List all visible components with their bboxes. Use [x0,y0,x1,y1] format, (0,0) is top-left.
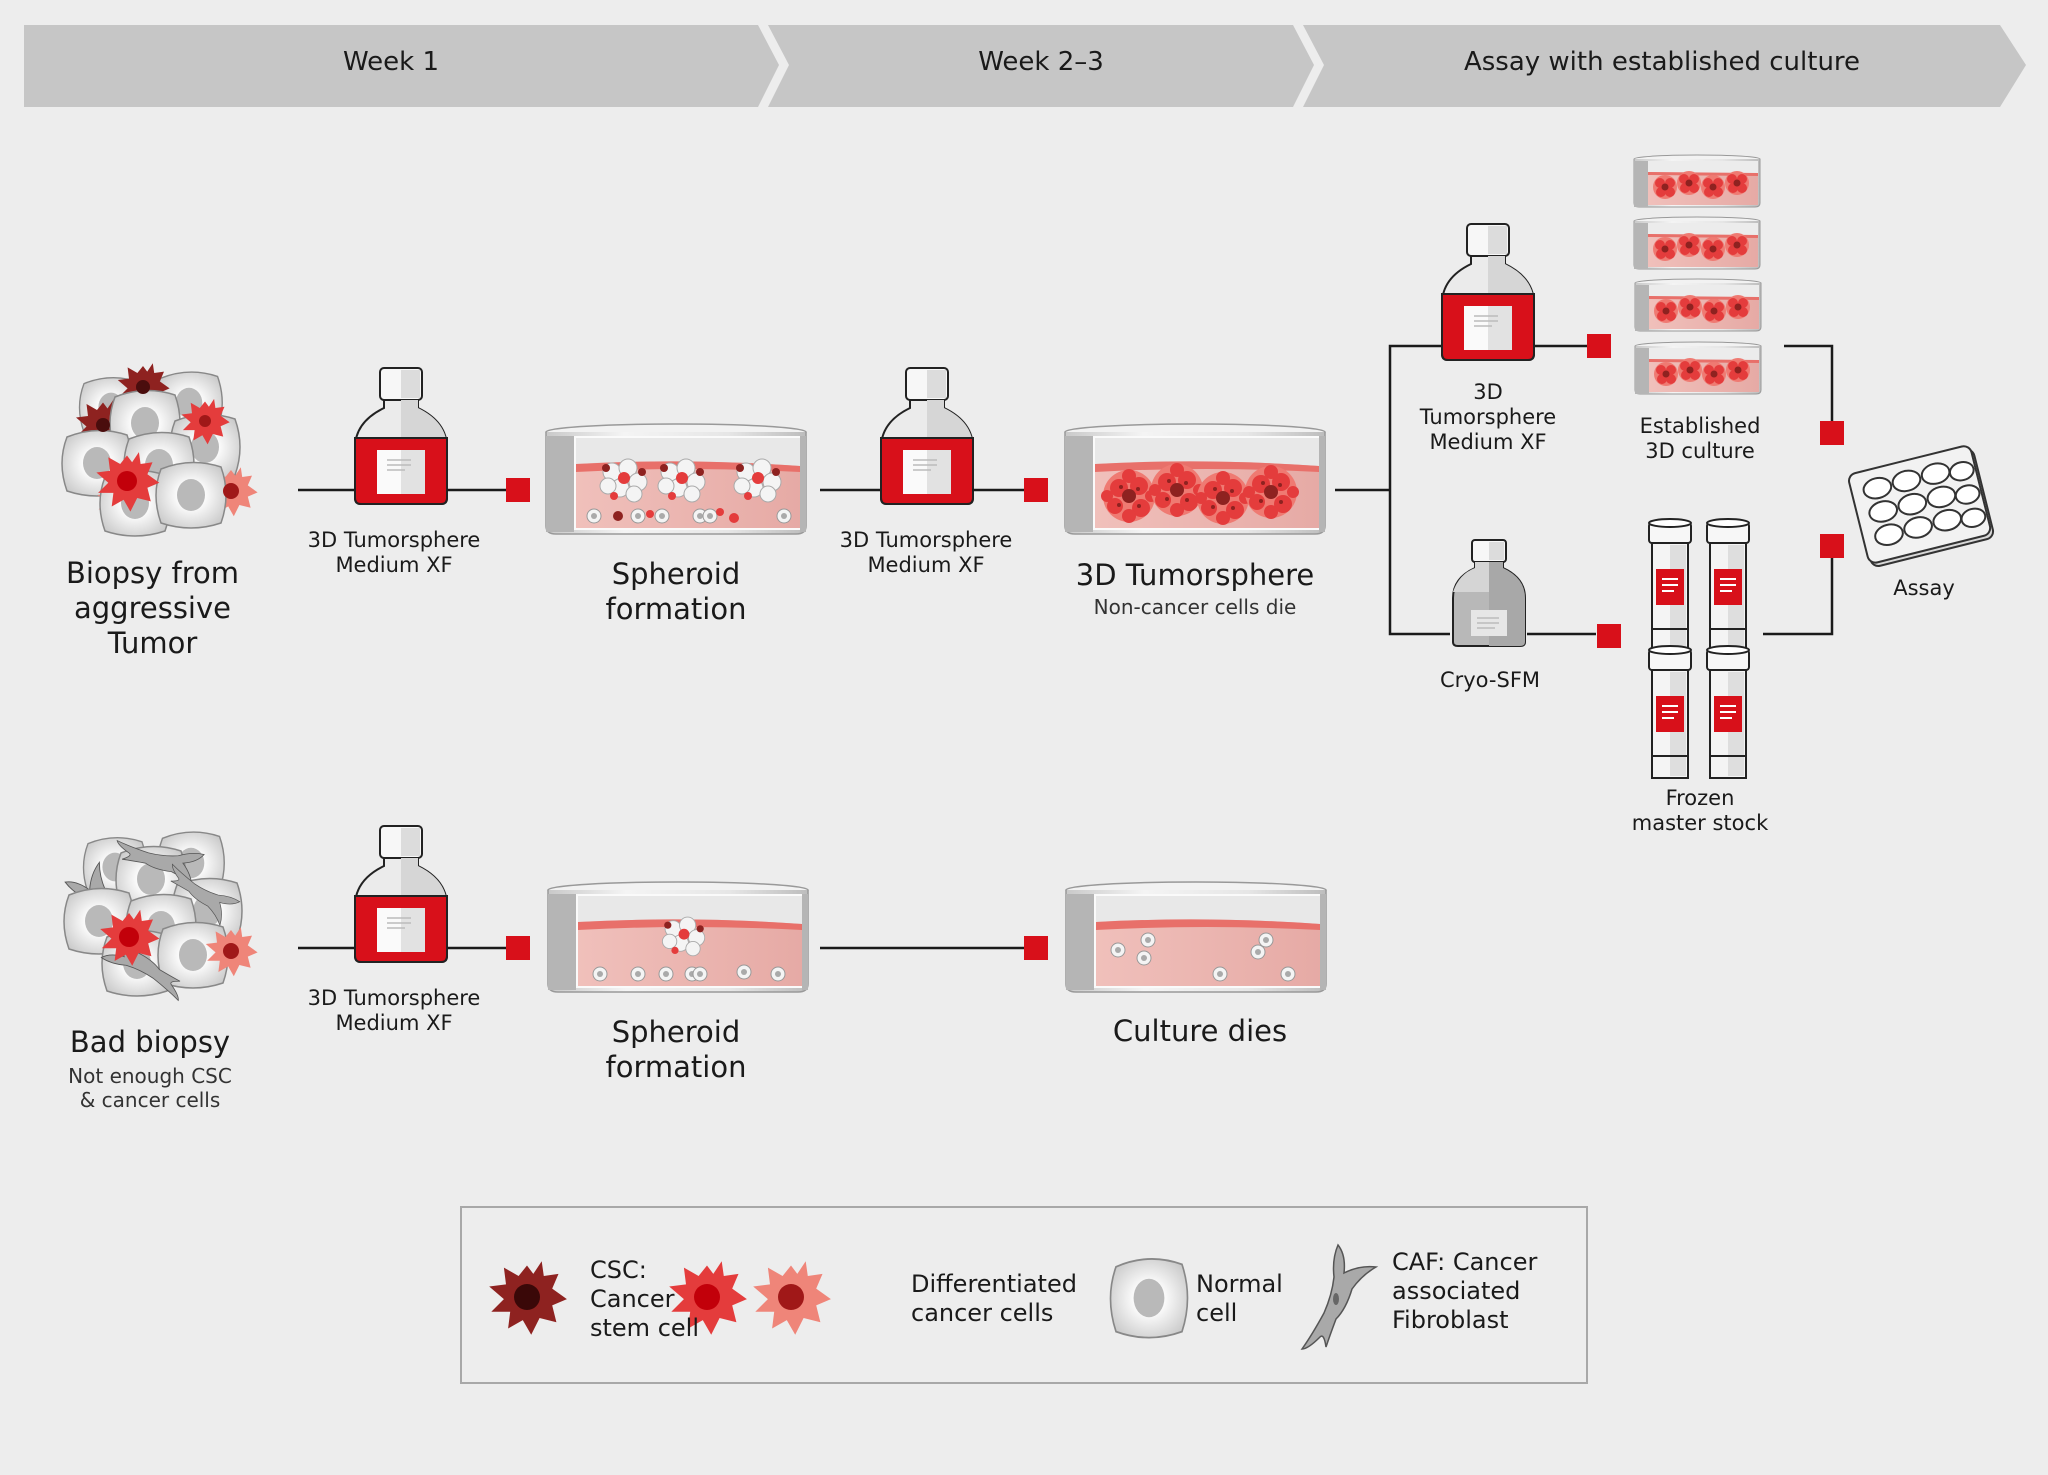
biopsy-aggressive-label: Biopsy from aggressive Tumor [65,556,240,660]
phase-week-2-3 [768,25,1314,107]
cryo-sfm-label: Cryo-SFM [1439,668,1541,692]
csc-cell-icon [489,1261,567,1335]
connector-square [506,478,530,502]
phase-bar [24,25,2026,107]
legend-differentiated-label: Differentiated cancer cells [911,1270,1077,1327]
tumorsphere-dish [1064,423,1326,535]
connector-square [506,936,530,960]
phase-label-week-1: Week 1 [342,47,440,77]
legend-normal-label: Normal cell [1196,1270,1283,1327]
medium-label-row1-step2: 3D Tumorsphere Medium XF [839,528,1013,578]
connector-square [1820,421,1844,445]
differentiated-cancer-cell-icon [669,1261,831,1335]
branch-connector [1335,344,1834,636]
legend-caf-label: CAF: Cancer associated Fibroblast [1392,1248,1538,1334]
caf-cell-icon [1301,1244,1377,1350]
connector-square [1597,624,1621,648]
established-culture-dishes [1633,154,1762,395]
legend-icons [489,1244,1377,1350]
phase-assay [1303,25,2026,107]
medium-bottle-icon [1441,223,1535,361]
biopsy-aggressive-illustration [61,363,258,537]
cryo-bottle-icon [1452,539,1526,647]
medium-label-row2: 3D Tumorsphere Medium XF [307,986,481,1036]
medium-label-row1-step1: 3D Tumorsphere Medium XF [307,528,481,578]
established-culture-label: Established 3D culture [1639,414,1761,464]
connector-square [1024,936,1048,960]
connector-square [1820,534,1844,558]
connector-square [1587,334,1611,358]
spheroid-dish-row1 [545,423,807,535]
culture-dies-label: Culture dies [1112,1014,1288,1048]
medium-bottle-icon [354,367,448,505]
assay-label: Assay [1893,576,1955,600]
biopsy-bad-illustration [48,825,258,1001]
legend [460,1206,1588,1384]
frozen-vials [1648,518,1750,779]
phase-week-1 [24,25,779,107]
frozen-stock-label: Frozen master stock [1631,786,1769,836]
culture-dies-dish [1065,881,1327,993]
medium-label-branch-top: 3D Tumorsphere Medium XF [1419,380,1557,455]
tumorsphere-label: 3D Tumorsphere Non-cancer cells die [1075,558,1315,619]
spheroid-label-row2: Spheroid formation [605,1015,747,1084]
medium-bottle-icon [880,367,974,505]
spheroid-label-row1: Spheroid formation [605,557,747,626]
assay-plate-icon [1848,445,1995,567]
spheroid-dish-row2 [547,881,809,993]
medium-bottle-icon [354,825,448,963]
phase-label-assay: Assay with established culture [1463,47,1861,77]
phase-label-week-2-3: Week 2–3 [978,47,1104,77]
connector-square [1024,478,1048,502]
biopsy-bad-label: Bad biopsy Not enough CSC & cancer cells [68,1025,232,1112]
legend-csc-label: CSC: Cancer stem cell [590,1256,699,1342]
